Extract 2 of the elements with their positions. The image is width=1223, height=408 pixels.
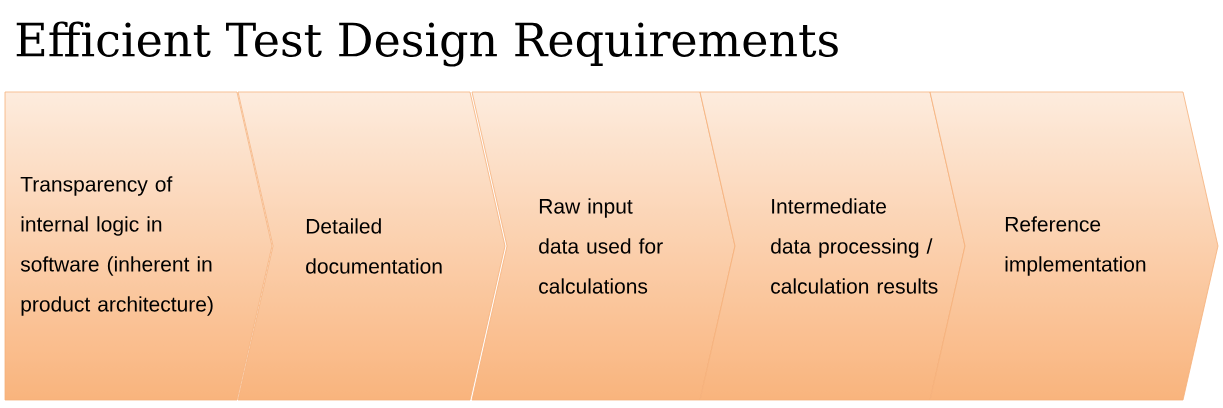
title: Efficient Test Design Requirements [16,21,838,67]
chevron-box: Transparency of internal logic in software (inherent in product architecture) [4,91,273,401]
